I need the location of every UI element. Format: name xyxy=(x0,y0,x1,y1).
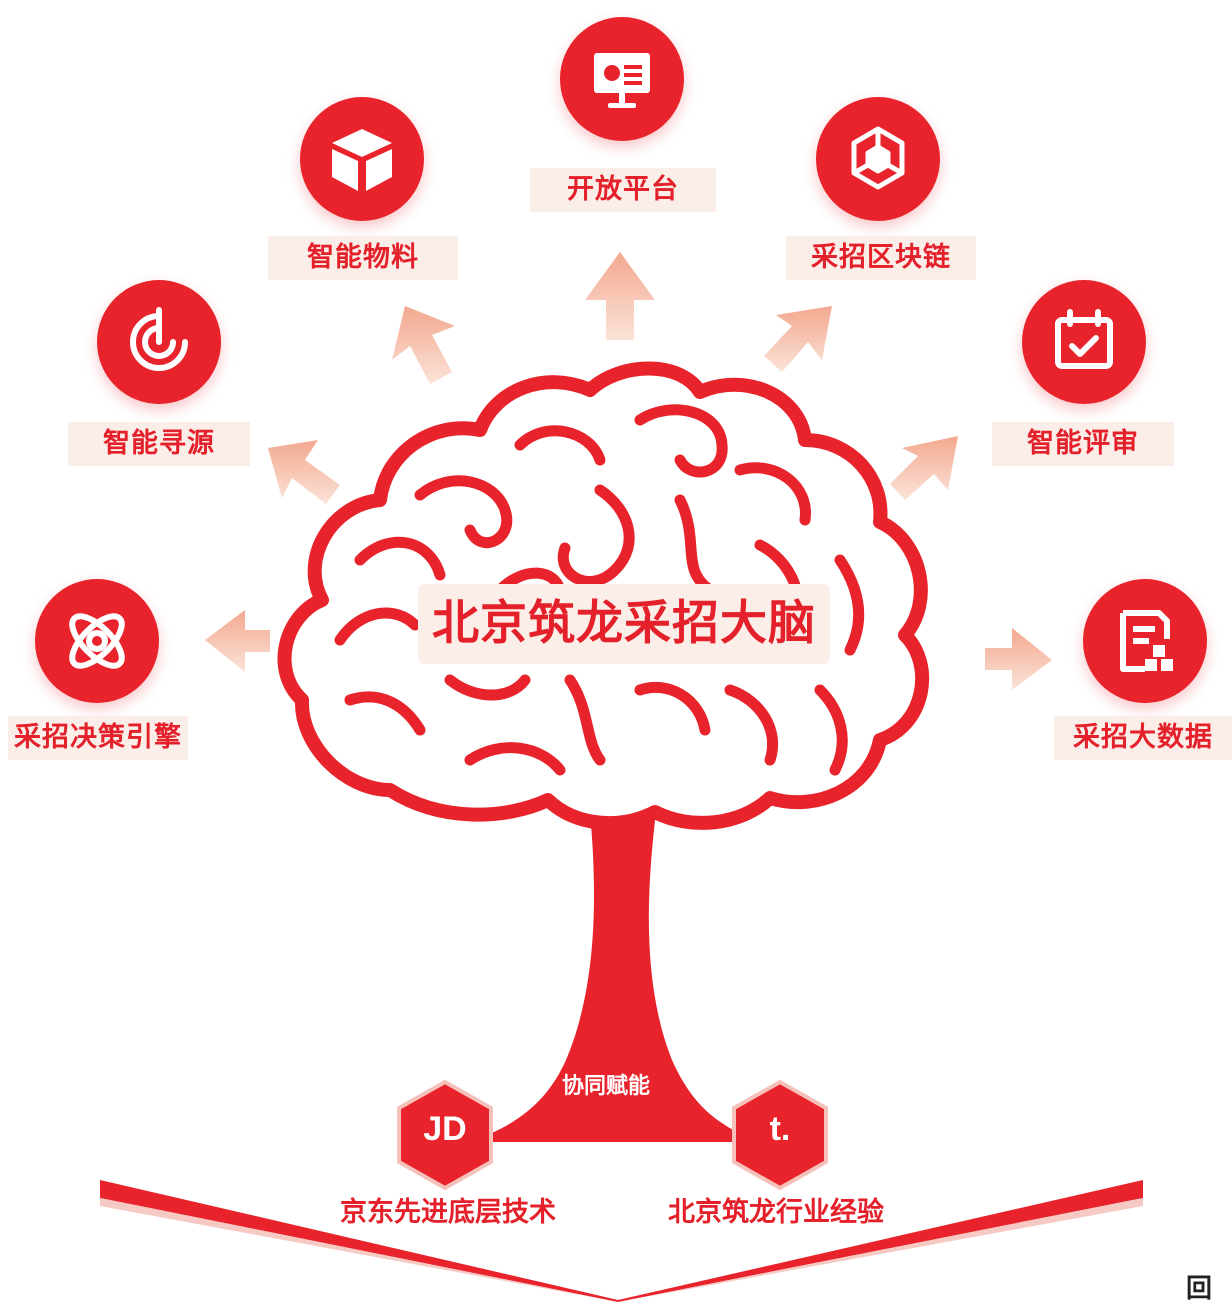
root-left xyxy=(470,1110,560,1142)
cube-network-icon xyxy=(816,97,940,221)
node-label-materials: 智能物料 xyxy=(268,236,458,280)
arrow-sourcing xyxy=(268,440,340,504)
atom-icon xyxy=(35,579,159,703)
node-label-blockchain: 采招区块链 xyxy=(786,236,976,280)
root-label-jd: 京东先进底层技术 xyxy=(340,1197,556,1228)
root-label-zhulong: 北京筑龙行业经验 xyxy=(668,1197,884,1228)
zhulong-logo-text: t. xyxy=(769,1110,791,1148)
node-label-review: 智能评审 xyxy=(992,422,1174,466)
target-icon xyxy=(97,280,221,404)
node-label-big-data: 采招大数据 xyxy=(1054,716,1232,760)
arrow-bigdata xyxy=(985,628,1052,690)
node-label-open-platform: 开放平台 xyxy=(530,168,716,212)
node-label-decision-engine: 采招决策引擎 xyxy=(8,716,188,760)
arrow-blockchain xyxy=(764,306,832,372)
data-document-icon xyxy=(1083,579,1207,703)
base-plate xyxy=(100,1180,1143,1302)
tree-trunk xyxy=(470,812,760,1142)
arrow-materials xyxy=(392,306,455,384)
synergy-label: 协同赋能 xyxy=(562,1074,651,1099)
zhulong-logo: t. xyxy=(730,1080,830,1190)
corner-mark: 回 xyxy=(1186,1274,1213,1304)
monitor-icon xyxy=(560,17,684,141)
center-title: 北京筑龙采招大脑 xyxy=(418,584,830,664)
arrow-open xyxy=(585,252,655,340)
arrow-review xyxy=(890,436,958,500)
box-icon xyxy=(300,97,424,221)
arrow-decision xyxy=(205,610,270,672)
jd-logo-text: JD xyxy=(423,1110,467,1148)
jd-logo: JD xyxy=(395,1080,495,1190)
node-label-sourcing: 智能寻源 xyxy=(68,422,250,466)
arrows xyxy=(205,252,1052,690)
calendar-check-icon xyxy=(1022,280,1146,404)
